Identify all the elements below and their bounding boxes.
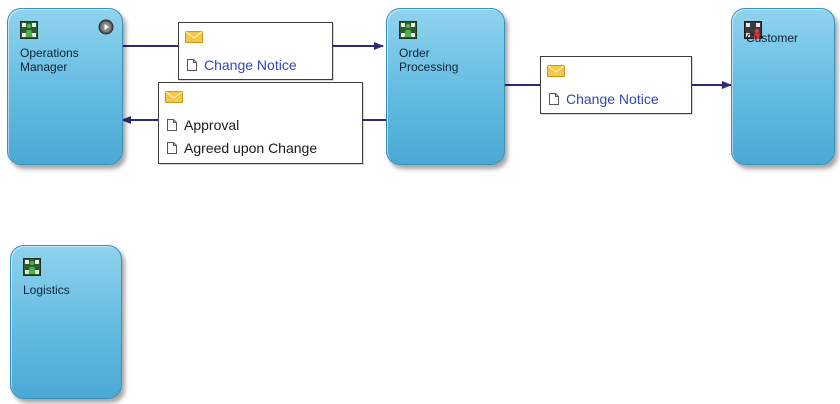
actor-label: Customer — [746, 31, 799, 45]
actor-logistics[interactable]: Logistics — [10, 245, 122, 399]
message-approval[interactable]: Approval Agreed upon Change — [158, 82, 363, 164]
actor-label: Logistics — [23, 283, 70, 297]
play-icon[interactable] — [98, 19, 114, 35]
message-item-label[interactable]: Agreed upon Change — [184, 140, 318, 156]
message-item[interactable]: Agreed upon Change — [167, 140, 317, 156]
message-item[interactable]: Approval — [167, 117, 239, 133]
message-change-notice-customer[interactable]: Change Notice — [540, 56, 692, 114]
actor-order-processing[interactable]: Order Processing — [386, 8, 505, 165]
document-icon — [167, 142, 177, 154]
actor-operations-manager[interactable]: Operations Manager — [7, 8, 123, 165]
message-item[interactable]: Change Notice — [549, 91, 659, 107]
document-icon — [167, 119, 177, 131]
customer-icon — [744, 21, 762, 39]
actor-label: Operations Manager — [20, 46, 79, 74]
message-item-label[interactable]: Change Notice — [566, 91, 659, 107]
document-icon — [187, 59, 197, 71]
worker-icon — [20, 21, 38, 39]
worker-icon — [399, 21, 417, 39]
actor-customer[interactable]: Customer — [731, 8, 835, 165]
message-item[interactable]: Change Notice — [187, 57, 297, 73]
worker-icon — [23, 258, 41, 276]
message-item-label[interactable]: Approval — [184, 117, 240, 133]
actor-label: Order Processing — [399, 46, 459, 74]
message-change-notice-ops[interactable]: Change Notice — [178, 22, 333, 80]
envelope-icon — [185, 31, 203, 43]
document-icon — [549, 93, 559, 105]
envelope-icon — [547, 65, 565, 77]
envelope-icon — [165, 91, 183, 103]
message-item-label[interactable]: Change Notice — [204, 57, 297, 73]
